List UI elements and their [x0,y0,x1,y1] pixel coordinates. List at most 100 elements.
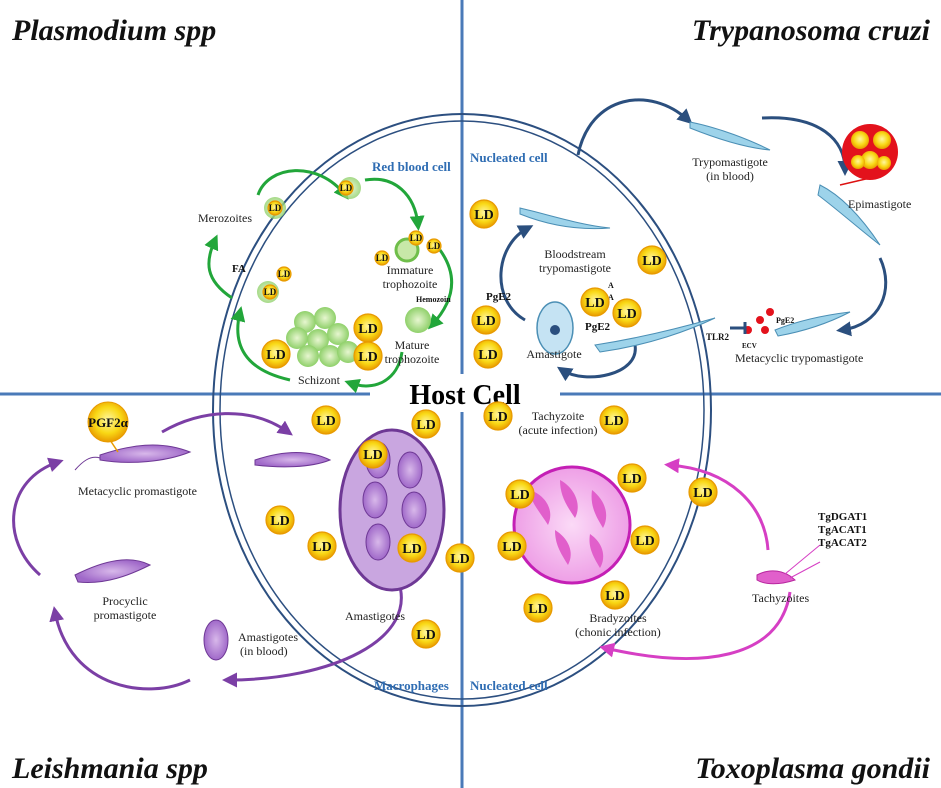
lipid-droplet-label: LD [312,540,331,555]
schizont-cell [297,345,319,367]
plasmodium-cycle: Merozoites FA Immature trophozoite Hemoz… [198,169,454,394]
plasmodium-arrow-5 [230,306,291,382]
lipid-droplet-label: LD [428,241,441,251]
label-hemozoin: Hemozoin [416,295,451,304]
lipid-droplet-label: LD [316,414,335,429]
lipid-droplet-label: LD [488,410,507,425]
promastigote-flagellum [74,456,101,471]
leishmania-cycle: PGF2α Metacyclic promastigote Procyclic … [12,401,446,691]
lipid-droplet: LD [353,313,383,343]
lipid-droplet: LD [307,531,337,561]
zoom-ld [877,156,891,170]
lipid-droplet: LD [265,505,295,535]
ecv-cluster [744,308,774,334]
toxoplasma-arrow-1 [664,458,770,551]
plasmodium-arrow-2 [364,177,425,231]
lipid-droplet-label: LD [376,253,389,263]
lipid-droplet: LD [353,341,383,371]
label-immature-trophozoite-2: trophozoite [383,277,438,291]
lipid-droplet: LD [599,405,629,435]
ecv-vesicle [756,316,764,324]
lipid-droplet: LD [600,580,630,610]
mature-trophozoite-cell [405,307,431,333]
label-bradyzoites-2: (chonic infection) [575,625,661,639]
trypanosoma-arrow-5 [499,225,534,322]
plasmodium-arrow-1 [256,169,349,200]
label-procyclic-2: promastigote [94,608,157,622]
enzyme-pointer [789,561,821,579]
label-merozoites: Merozoites [198,211,252,225]
lipid-droplet: LD [630,525,660,555]
amastigote-nucleus [550,325,560,335]
label-trypomastigote-blood-1: Trypomastigote [692,155,768,169]
lipid-droplet-label: LD [266,348,285,363]
lipid-droplet-label: LD [604,414,623,429]
lipid-droplet: LD [637,245,667,275]
lipid-droplet: LD [505,479,535,509]
schizont-cell [314,307,336,329]
amastigote-in-vacuole [397,451,423,489]
lipid-droplet-label: LD [642,254,661,269]
lipid-droplet-label: LD [416,418,435,433]
title-toxoplasma: Toxoplasma gondii [695,752,930,785]
title-plasmodium: Plasmodium spp [11,14,216,47]
label-nucleated-cell-top: Nucleated cell [470,150,548,165]
schizont-cell [286,327,308,349]
lipid-droplet: LD [612,298,642,328]
leishmania-arrow-1 [161,412,293,436]
lipid-droplet: LD [338,180,354,196]
leishmania-arrow-3 [49,606,191,691]
ecv-vesicle [766,308,774,316]
schizont-cell [319,345,341,367]
schizont-cluster [286,307,359,367]
leishmania-arrow-2 [222,579,403,688]
label-tachyzoites: Tachyzoites [752,591,809,605]
label-immature-trophozoite-1: Immature [387,263,434,277]
title-trypanosoma: Trypanosoma cruzi [692,14,931,47]
lipid-droplet: LD [262,284,278,300]
trypanosoma-arrow-3 [836,257,888,337]
schizont-cell [307,329,329,351]
lipid-droplet: LD [411,409,441,439]
trypomastigote-blood-body [689,121,771,151]
tachyzoite-body [756,570,796,585]
bradyzoite [560,480,578,518]
lipid-droplet: LD [311,405,341,435]
label-macrophages: Macrophages [374,678,449,693]
amastigote-in-vacuole [362,481,388,519]
trypanosoma-arrow-1 [576,98,693,156]
amastigote-in-blood-body [203,619,229,661]
zoom-ld [851,131,869,149]
bradyzoite [530,490,551,525]
bradyzoite [591,490,607,528]
lipid-droplet-label: LD [358,322,377,337]
lipid-droplet: LD [261,339,291,369]
macrophage-vacuole [338,428,446,592]
lipid-droplet: LD [688,477,718,507]
metacyclic-trypomastigote-outside-body [774,311,851,337]
label-tachyzoite-acute-1: Tachyzoite [532,409,584,423]
lipid-droplet: LD [469,199,499,229]
label-trypomastigote-blood-2: (in blood) [706,169,754,183]
label-epimastigote: Epimastigote [848,197,911,211]
label-mature-trophozoite-2: trophozoite [385,352,440,366]
label-enzyme-tgacat2: TgACAT2 [818,537,867,549]
label-bloodstream-2: trypomastigote [539,261,611,275]
ecv-vesicle [761,326,769,334]
lipid-droplet-label: LD [340,183,353,193]
plasmodium-arrow-6 [204,234,233,300]
label-tlr2: TLR2 [706,332,730,342]
trypanosoma-arrow-4 [556,344,637,382]
label-enzyme-tgacat1: TgACAT1 [818,524,867,536]
trypanosoma-cycle: Trypomastigote (in blood) Epimastigote B… [486,98,911,382]
host-cell-title-bg [372,374,558,412]
label-enzyme-tgdgat1: TgDGAT1 [818,511,867,523]
trypanosoma-arrow-2 [761,116,853,176]
lipid-droplet: LD [523,593,553,623]
label-red-blood-cell: Red blood cell [372,159,451,174]
lipid-droplet-label: LD [693,486,712,501]
metacyclic-promastigote-body [99,444,192,463]
lipid-droplet-label: LD [502,540,521,555]
label-aa-2: A [608,293,614,302]
